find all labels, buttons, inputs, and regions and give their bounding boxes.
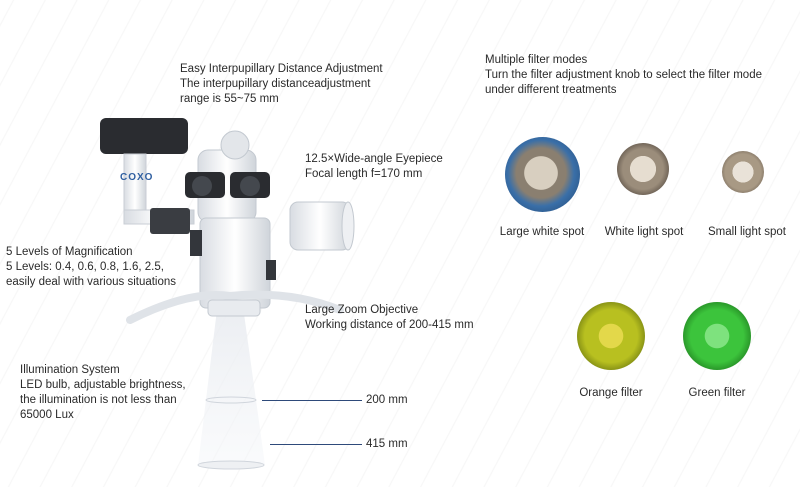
ipd-line2: range is 55~75 mm <box>180 93 279 105</box>
illumination-line2: the illumination is not less than <box>20 394 177 406</box>
filter-line1: Turn the filter adjustment knob to selec… <box>485 69 762 81</box>
distance-near-label: 200 mm <box>366 394 408 406</box>
large-white-spot-image <box>505 137 580 212</box>
filter-title: Multiple filter modes <box>485 54 588 66</box>
eyepiece-line1: Focal length f=170 mm <box>305 168 423 180</box>
zoom-title: Large Zoom Objective <box>305 304 419 316</box>
camera-module <box>100 118 188 154</box>
zoom-annotation: Large Zoom Objective Working distance of… <box>305 303 474 333</box>
distance-far-leader <box>270 444 362 445</box>
white-light-spot-image <box>617 143 669 195</box>
orange-filter-label: Orange filter <box>579 387 643 399</box>
orange-filter-image <box>577 302 645 370</box>
eyepiece-title: 12.5×Wide-angle Eyepiece <box>305 153 443 165</box>
light-beam <box>198 285 265 465</box>
large-white-spot-label: Large white spot <box>499 226 585 238</box>
brand-logo: COXO <box>120 172 154 183</box>
distance-far-label: 415 mm <box>366 438 408 450</box>
illumination-line1: LED bulb, adjustable brightness, <box>20 379 186 391</box>
small-light-spot-label: Small light spot <box>708 226 786 238</box>
white-light-spot-label: White light spot <box>604 226 684 238</box>
small-light-spot-image <box>722 151 764 193</box>
ipd-title: Easy Interpupillary Distance Adjustment <box>180 63 383 75</box>
illumination-annotation: Illumination System LED bulb, adjustable… <box>20 363 186 423</box>
green-filter-label: Green filter <box>688 387 746 399</box>
illumination-title: Illumination System <box>20 364 120 376</box>
ipd-line1: The interpupillary distanceadjustment <box>180 78 371 90</box>
illumination-line3: 65000 Lux <box>20 409 74 421</box>
green-filter-image <box>683 302 751 370</box>
microscope-illustration <box>100 118 355 470</box>
eyepiece-annotation: 12.5×Wide-angle Eyepiece Focal length f=… <box>305 152 443 182</box>
magnification-title: 5 Levels of Magnification <box>6 246 133 258</box>
filter-line2: under different treatments <box>485 84 617 96</box>
filter-description: Multiple filter modes Turn the filter ad… <box>485 53 762 98</box>
magnification-line2: easily deal with various situations <box>6 276 177 288</box>
magnification-annotation: 5 Levels of Magnification 5 Levels: 0.4,… <box>6 245 176 290</box>
magnification-line1: 5 Levels: 0.4, 0.6, 0.8, 1.6, 2.5, <box>6 261 164 273</box>
distance-near-leader <box>262 400 362 401</box>
zoom-line1: Working distance of 200-415 mm <box>305 319 474 331</box>
ipd-annotation: Easy Interpupillary Distance Adjustment … <box>180 62 383 107</box>
